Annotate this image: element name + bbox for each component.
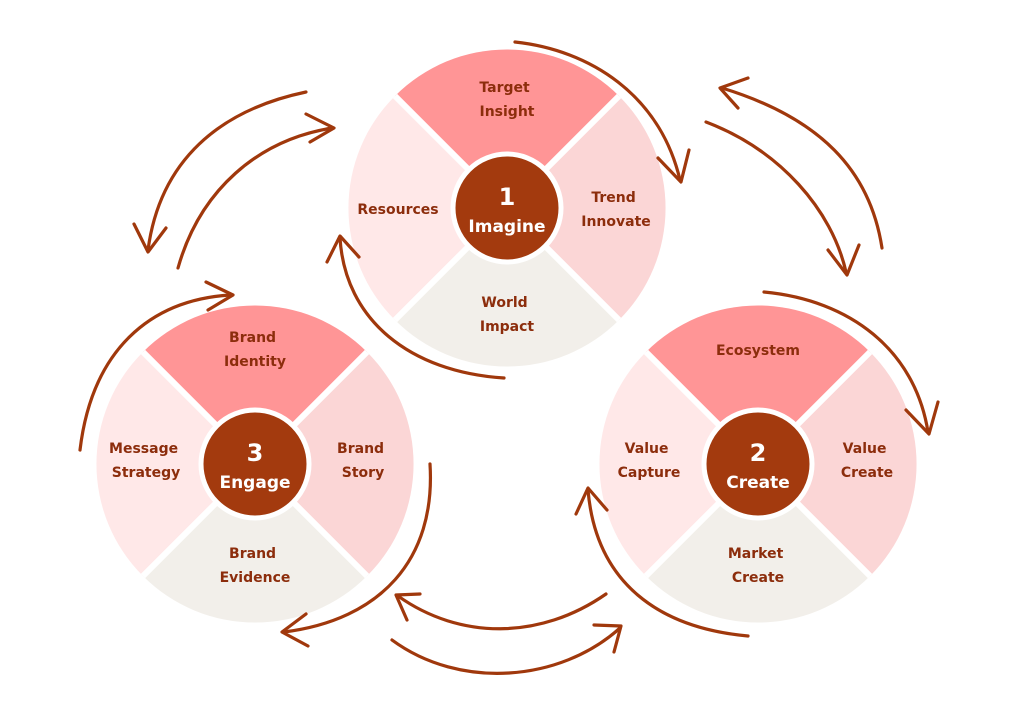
engage-quadrant-brand-story [255, 352, 414, 576]
create-left-line2: Capture [618, 465, 681, 481]
create-quadrant-market-create [646, 464, 870, 623]
imagine-bottom-line2: Impact [480, 319, 535, 335]
imagine-left-line1: Resources [357, 202, 438, 218]
engage-left-line2: Strategy [112, 465, 180, 481]
engage-right-line1: Brand [337, 441, 384, 457]
svg-text:World Impact: World Impact [480, 295, 535, 335]
svg-text:Market Create: Market Create [728, 546, 788, 586]
imagine-name: Imagine [468, 217, 545, 237]
create-left-line1: Value [625, 441, 669, 457]
imagine-right-line1: Trend [591, 190, 635, 206]
arrow-imagine-to-engage [132, 90, 308, 254]
engage-top-line2: Identity [224, 354, 286, 370]
engage-quadrant-message-strategy [96, 352, 255, 576]
arrow-create-inner-return [574, 486, 750, 638]
arrow-create-to-imagine [718, 76, 884, 250]
engage-quadrant-brand-identity [143, 305, 367, 464]
imagine-top-line2: Insight [480, 104, 535, 120]
imagine-number: 1 [499, 183, 516, 211]
create-quadrant-value-capture [599, 352, 758, 576]
svg-text:Brand Identity: Brand Identity [224, 330, 286, 370]
arrow-create-to-engage [394, 592, 608, 631]
imagine-quadrant-resources [348, 96, 507, 320]
imagine-cycle: 1 Imagine Target Insight Trend Innovate … [348, 49, 666, 367]
create-bottom-line1: Market [728, 546, 784, 562]
imagine-bottom-line1: World [481, 295, 527, 311]
engage-top-line1: Brand [229, 330, 276, 346]
svg-text:Value Capture: Value Capture [618, 441, 681, 481]
engage-name: Engage [219, 473, 290, 493]
create-quadrant-value-create [758, 352, 917, 576]
svg-text:Target Insight: Target Insight [479, 80, 534, 120]
arrow-engage-to-create [390, 623, 623, 675]
engage-right-line2: Story [342, 465, 384, 481]
arrow-create-outer-clockwise [762, 290, 940, 436]
arrow-imagine-to-create [704, 120, 861, 277]
svg-text:Trend Innovate: Trend Innovate [581, 190, 651, 230]
imagine-center [450, 151, 564, 265]
arrow-imagine-inner-return [325, 234, 506, 380]
create-center [701, 407, 815, 521]
arrow-imagine-outer-clockwise [513, 40, 691, 184]
imagine-quadrant-world-impact [395, 208, 619, 367]
svg-text:Resources: Resources [357, 202, 438, 218]
svg-text:Ecosystem: Ecosystem [716, 343, 800, 359]
svg-text:Value Create: Value Create [841, 441, 893, 481]
imagine-right-line2: Innovate [581, 214, 651, 230]
engage-number: 3 [247, 439, 264, 467]
arrow-engage-outer-return [280, 462, 433, 648]
svg-text:Brand Evidence: Brand Evidence [220, 546, 291, 586]
engage-cycle: 3 Engage Brand Identity Brand Story Bran… [96, 305, 414, 623]
imagine-top-line1: Target [479, 80, 530, 96]
create-name: Create [726, 473, 790, 493]
engage-left-line1: Message [109, 441, 178, 457]
engage-bottom-line2: Evidence [220, 570, 291, 586]
arrow-engage-to-imagine [176, 112, 336, 270]
imagine-quadrant-trend-innovate [507, 96, 666, 320]
create-cycle: 2 Create Ecosystem Value Create Market C… [599, 305, 917, 623]
arrow-engage-inner-clockwise [78, 280, 235, 452]
svg-text:Message Strategy: Message Strategy [109, 441, 183, 481]
engage-center [198, 407, 312, 521]
create-quadrant-ecosystem [646, 305, 870, 464]
svg-text:Brand Story: Brand Story [337, 441, 389, 481]
imagine-quadrant-target-insight [395, 49, 619, 208]
create-right-line1: Value [843, 441, 887, 457]
create-right-line2: Create [841, 465, 893, 481]
create-number: 2 [750, 439, 767, 467]
create-bottom-line2: Create [732, 570, 784, 586]
create-top-line1: Ecosystem [716, 343, 800, 359]
engage-quadrant-brand-evidence [143, 464, 367, 623]
engage-bottom-line1: Brand [229, 546, 276, 562]
